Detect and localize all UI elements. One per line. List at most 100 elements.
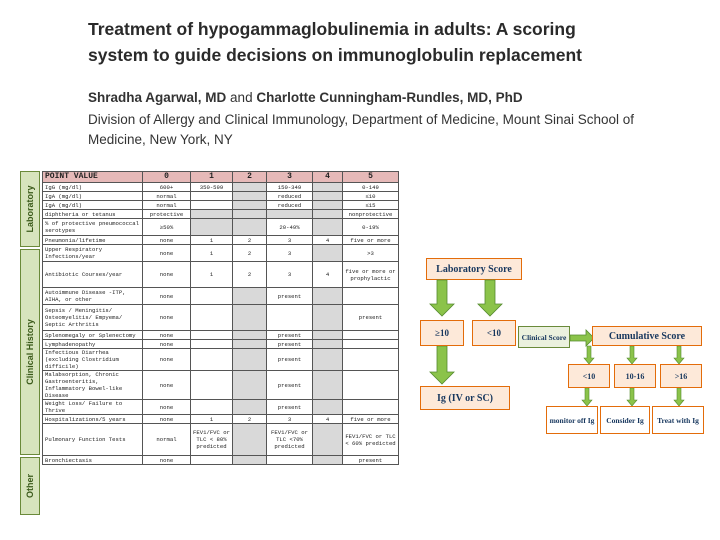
table-cell: reduced [266, 191, 313, 201]
table-cell [190, 455, 233, 465]
table-cell [266, 455, 313, 465]
ig-iv-sc-box: Ig (IV or SC) [420, 386, 510, 410]
table-header-cell: 0 [142, 171, 191, 183]
section-label-other: Other [20, 457, 40, 515]
table-header-cell: 5 [342, 171, 399, 183]
table-cell: FEV1/FVC or TLC < 80% predicted [190, 423, 233, 456]
table-cell: none [142, 261, 191, 288]
row-label: Splenomegaly or Splenectomy [42, 330, 143, 340]
table-cell: present [266, 370, 313, 400]
table-cell [232, 200, 267, 210]
table-cell: 0-149 [342, 182, 399, 192]
row-label: Lymphadenopathy [42, 339, 143, 349]
laboratory-score-box: Laboratory Score [426, 258, 522, 280]
table-cell [190, 304, 233, 331]
lab-lt10-box: <10 [472, 320, 516, 346]
arrow-lt10-to-monitor [581, 387, 593, 407]
table-cell: present [266, 339, 313, 349]
row-label: diphtheria or tetanus [42, 209, 143, 219]
table-cell [190, 287, 233, 305]
table-cell [266, 304, 313, 331]
cumulative-10-16-box: 10-16 [614, 364, 656, 388]
table-cell [232, 339, 267, 349]
table-cell: none [142, 399, 191, 415]
table-cell: FEV1/FVC or TLC <70% predicted [266, 423, 313, 456]
table-cell: none [142, 370, 191, 400]
table-header-cell: 4 [312, 171, 343, 183]
row-label: IgA (mg/dl) [42, 200, 143, 210]
table-cell: FEV1/FVC or TLC < 60% predicted [342, 423, 399, 456]
table-cell: 2 [232, 261, 267, 288]
arrow-clinical-to-cumulative [569, 329, 595, 347]
table-cell: normal [142, 191, 191, 201]
scoring-table: POINT VALUE 0 1 2 3 4 5 IgG (mg/dl)600+3… [42, 171, 399, 465]
table-cell [232, 423, 267, 456]
table-cell [312, 423, 343, 456]
table-cell: protective [142, 209, 191, 219]
table-cell: none [142, 348, 191, 371]
table-cell: none [142, 304, 191, 331]
table-cell [312, 287, 343, 305]
arrow-lab-to-lt10 [477, 279, 503, 317]
row-label: Weight Loss/ Failure to Thrive [42, 399, 143, 415]
author-and: and [230, 90, 253, 105]
table-cell: 4 [312, 235, 343, 245]
table-cell: 2 [232, 244, 267, 262]
table-cell: normal [142, 200, 191, 210]
table-cell: 3 [266, 244, 313, 262]
table-row: Sepsis / Meningitis/ Osteomyelitis/ Empy… [42, 304, 399, 331]
table-cell [342, 370, 399, 400]
table-cell [190, 348, 233, 371]
table-cell [190, 209, 233, 219]
table-cell: 3 [266, 261, 313, 288]
scoring-table-figure: Laboratory Clinical History Other POINT … [20, 171, 399, 515]
table-cell: nonprotective [342, 209, 399, 219]
affiliation: Division of Allergy and Clinical Immunol… [88, 110, 688, 150]
table-cell: 600+ [142, 182, 191, 192]
cumulative-lt10-box: <10 [568, 364, 610, 388]
table-cell [190, 399, 233, 415]
table-cell: none [142, 244, 191, 262]
table-cell: 2 [232, 235, 267, 245]
table-cell [342, 339, 399, 349]
row-label: Malabsorption, Chronic Gastroenteritis, … [42, 370, 143, 400]
table-cell [232, 182, 267, 192]
table-cell [190, 330, 233, 340]
table-cell [190, 191, 233, 201]
table-row: Infectious Diarrhea (excluding Clostridi… [42, 348, 399, 371]
title-line-2: system to guide decisions on immunoglobu… [88, 45, 582, 65]
row-label: IgA (mg/dl) [42, 191, 143, 201]
table-cell [232, 399, 267, 415]
table-cell: 3 [266, 414, 313, 424]
row-label: IgG (mg/dl) [42, 182, 143, 192]
table-header-cell: 2 [232, 171, 267, 183]
affiliation-line-2: Medicine, New York, NY [88, 132, 233, 147]
table-cell [312, 200, 343, 210]
table-cell: 4 [312, 261, 343, 288]
row-label: Sepsis / Meningitis/ Osteomyelitis/ Empy… [42, 304, 143, 331]
row-label: Antibiotic Courses/year [42, 261, 143, 288]
row-label: Infectious Diarrhea (excluding Clostridi… [42, 348, 143, 371]
affiliation-line-1: Division of Allergy and Clinical Immunol… [88, 112, 635, 127]
table-cell: 1 [190, 244, 233, 262]
table-cell [312, 348, 343, 371]
table-cell [232, 209, 267, 219]
table-cell [232, 455, 267, 465]
table-cell [190, 339, 233, 349]
table-cell [342, 399, 399, 415]
table-cell: ≤10 [342, 191, 399, 201]
table-cell [266, 209, 313, 219]
table-cell: >3 [342, 244, 399, 262]
table-cell: five or more or prophylactic [342, 261, 399, 288]
table-cell: present [342, 455, 399, 465]
table-cell: present [266, 287, 313, 305]
table-cell: 1 [190, 414, 233, 424]
arrow-gt16-to-treat [673, 387, 685, 407]
cumulative-score-box: Cumulative Score [592, 326, 702, 346]
table-cell: five or more [342, 235, 399, 245]
table-cell [312, 370, 343, 400]
